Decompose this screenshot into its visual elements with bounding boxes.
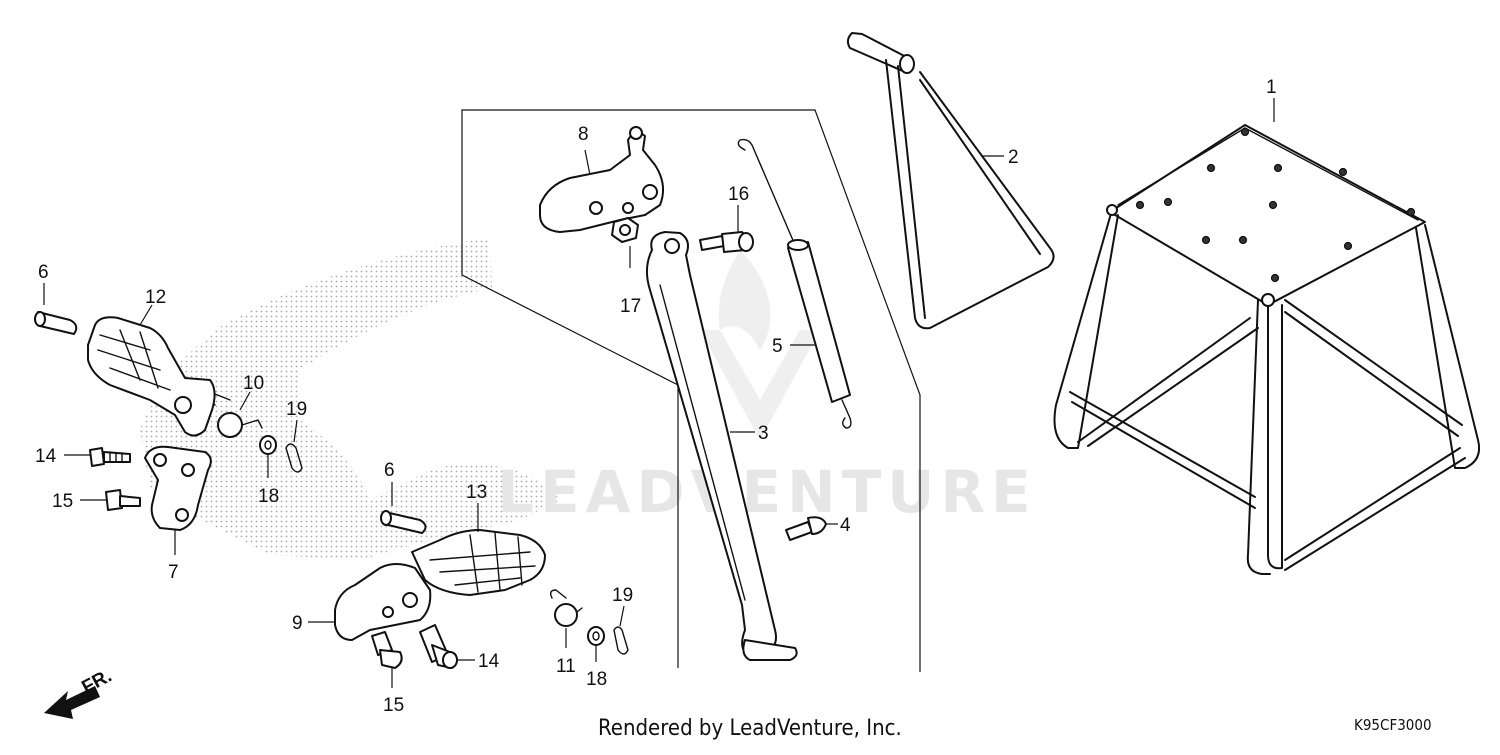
callout-5: 5 (772, 336, 783, 357)
callout-19-left: 19 (286, 399, 307, 420)
callout-13: 13 (466, 482, 487, 503)
pin-part-6-right (380, 510, 427, 534)
bolt-part-16 (699, 231, 754, 253)
callout-16: 16 (728, 184, 749, 205)
washer-part-18-right (587, 626, 605, 646)
pin-part-6-left (34, 311, 78, 335)
spring-part-11 (549, 589, 583, 627)
callout-6-left: 6 (38, 262, 49, 283)
front-direction-arrow: FR. (44, 665, 115, 719)
bolt-part-14-right (419, 624, 458, 669)
credit-text: Rendered by LeadVenture, Inc. (598, 716, 902, 741)
callout-7: 7 (168, 562, 179, 583)
bolt-part-15-left (105, 489, 141, 511)
callout-6-right: 6 (384, 460, 395, 481)
callout-2: 2 (1008, 147, 1019, 168)
callout-12: 12 (145, 287, 166, 308)
work-stand-part-1 (1053, 124, 1481, 575)
washer-part-18-left (259, 435, 277, 455)
watermark-logo (700, 250, 820, 440)
diagram-code: K95CF3000 (1354, 716, 1432, 734)
watermark-text: LEADVENTURE (497, 458, 1037, 526)
callout-15-left: 15 (52, 491, 73, 512)
callout-11: 11 (556, 656, 576, 677)
bracket-part-8 (539, 126, 665, 233)
bolt-part-4 (785, 516, 827, 541)
callout-14-left: 14 (35, 446, 57, 467)
cotter-pin-part-19-right (613, 626, 629, 655)
bolt-part-14-left (89, 447, 131, 467)
callout-1: 1 (1266, 77, 1277, 98)
nut-part-17 (611, 217, 639, 243)
footpeg-part-13 (411, 529, 546, 596)
side-stand-part-3 (646, 231, 798, 661)
callout-18-right: 18 (586, 669, 607, 690)
callout-10: 10 (243, 373, 264, 394)
footpeg-part-12 (87, 316, 216, 437)
callout-18-left: 18 (258, 486, 279, 507)
callout-17: 17 (620, 296, 641, 317)
bracket-part-7 (144, 445, 212, 531)
bolt-part-15-right (371, 631, 403, 669)
lift-stand-part-2 (846, 32, 1055, 330)
callout-8: 8 (578, 124, 589, 145)
callout-19-right: 19 (612, 585, 633, 606)
cotter-pin-part-19-left (285, 443, 303, 473)
callout-4: 4 (840, 515, 851, 536)
spring-part-5 (737, 138, 852, 429)
dotted-background-shape (140, 238, 560, 560)
callout-14-right: 14 (478, 651, 500, 672)
callout-9: 9 (292, 613, 303, 634)
callout-15-right: 15 (383, 695, 404, 716)
callout-3: 3 (758, 423, 769, 444)
bracket-part-9 (334, 563, 432, 641)
